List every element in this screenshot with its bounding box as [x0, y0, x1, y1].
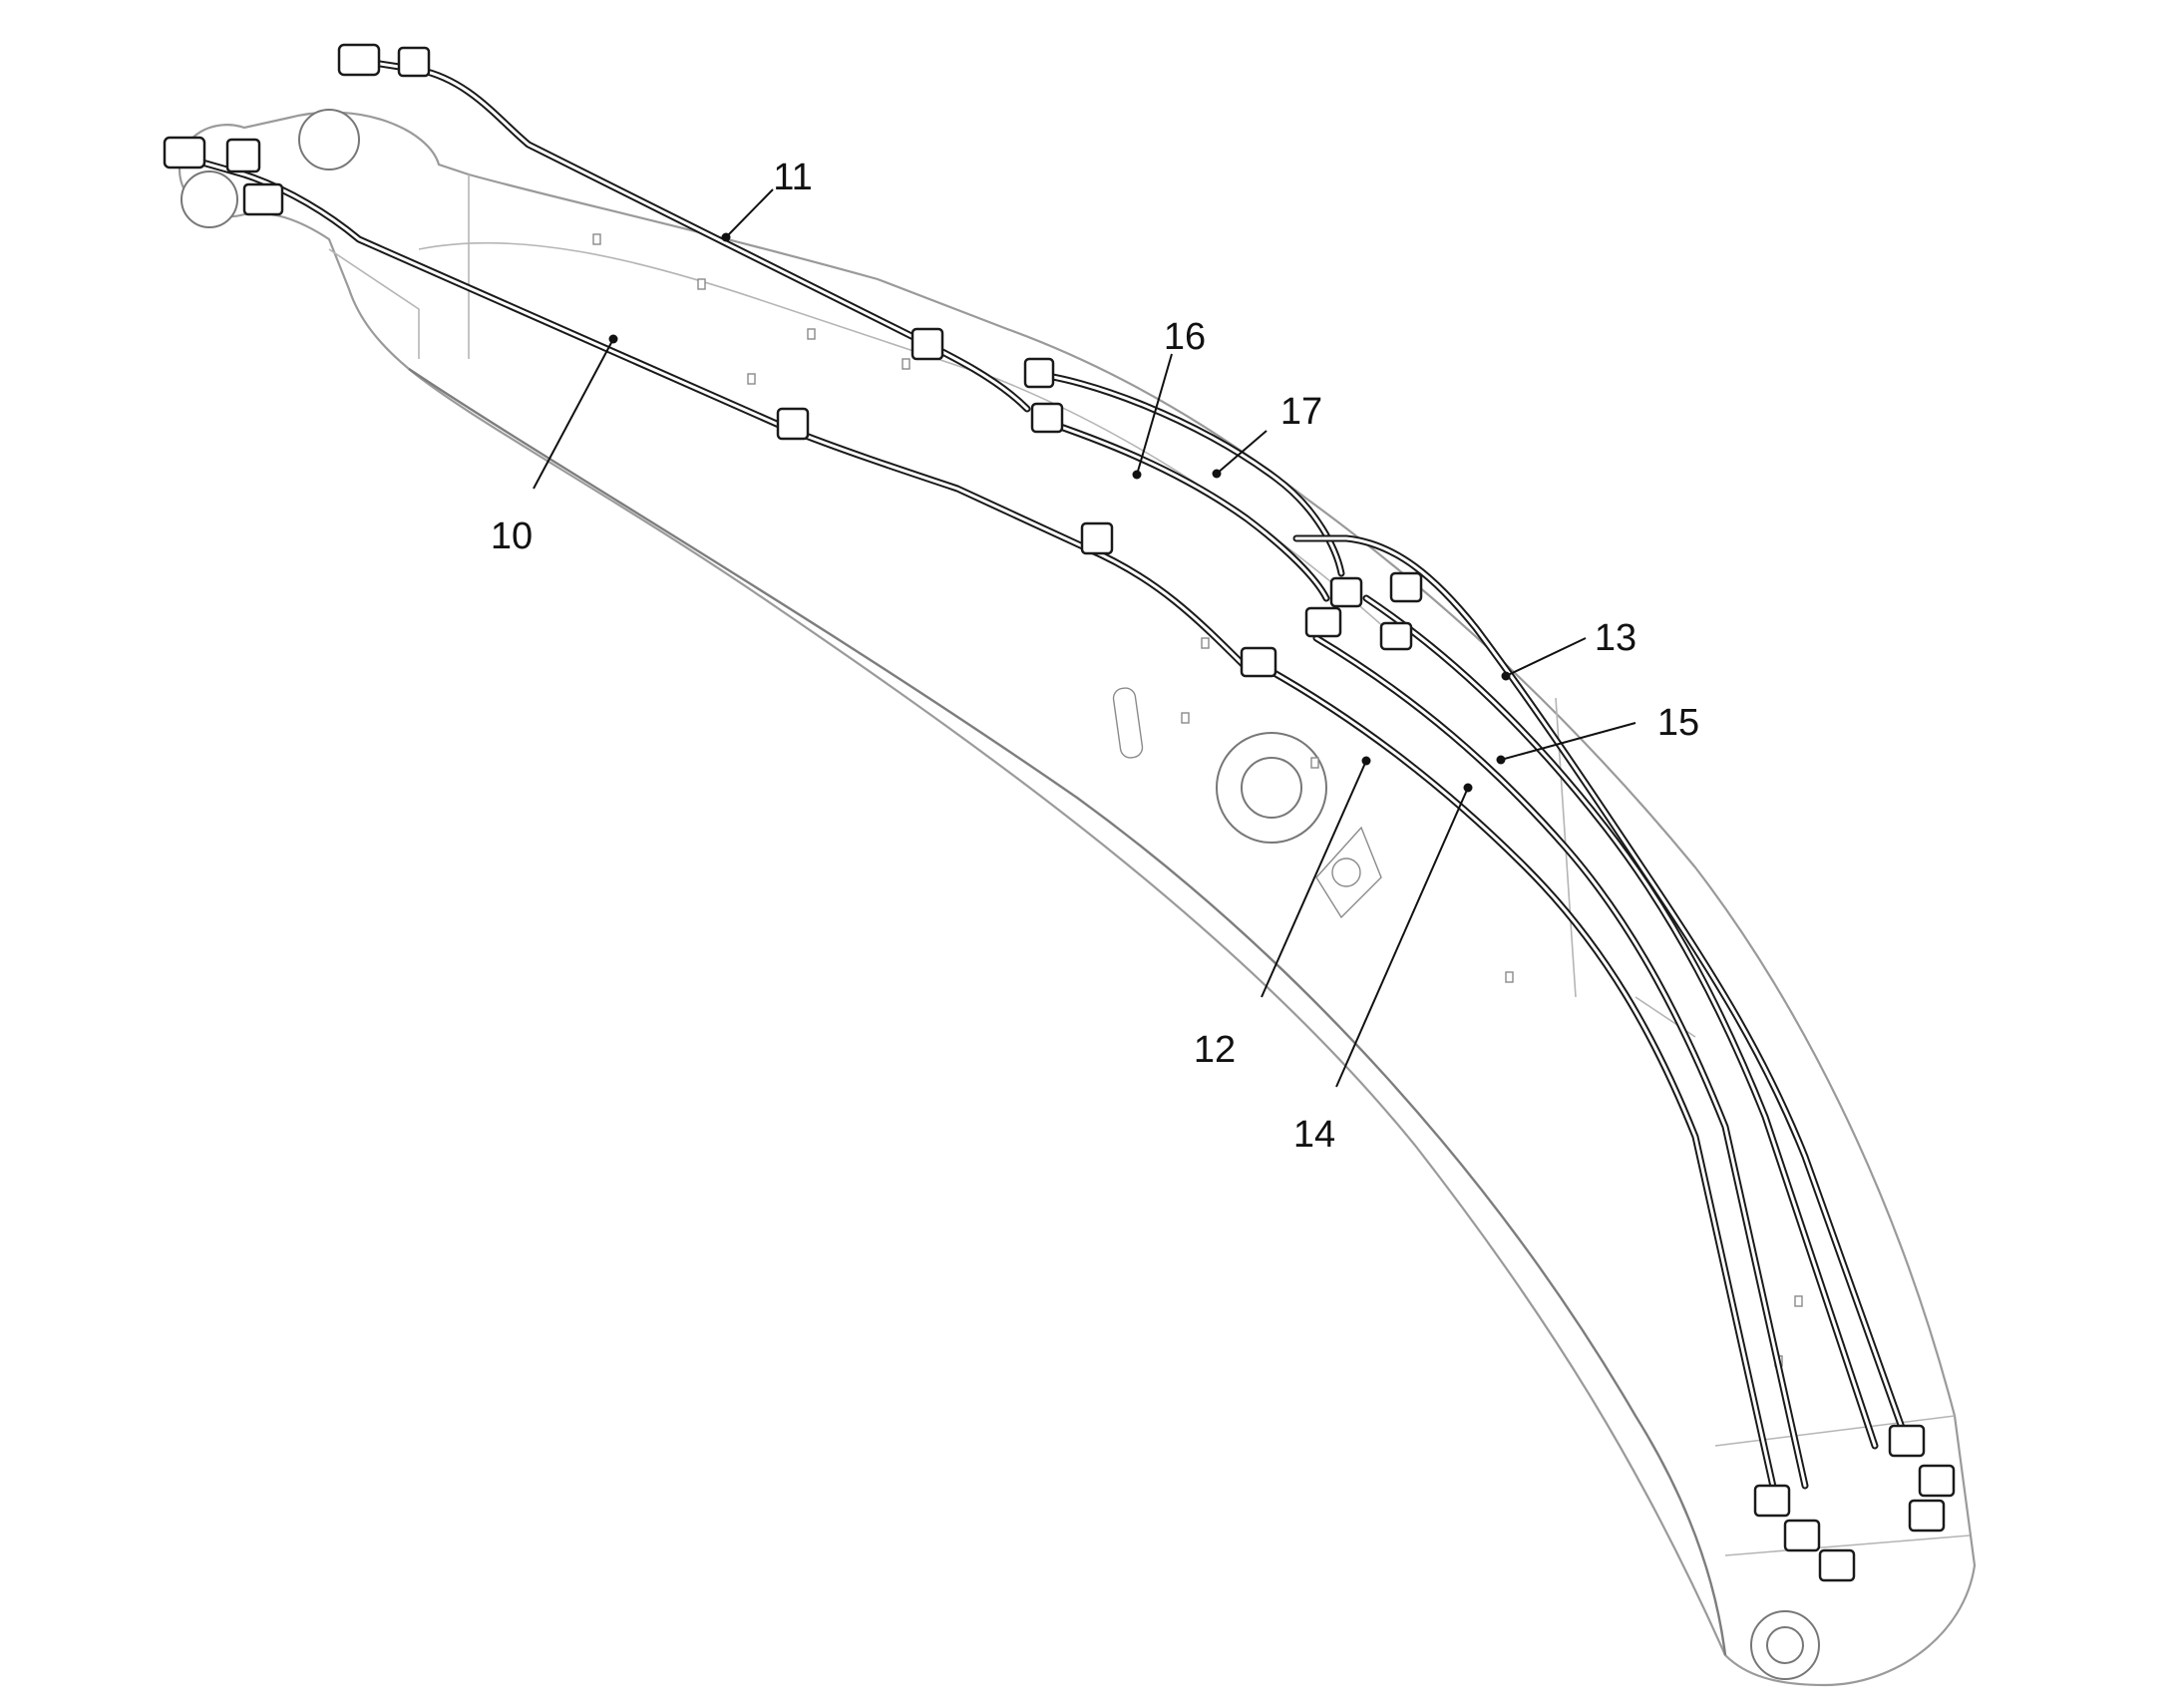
leader-15	[1500, 722, 1636, 761]
leader-dot-14	[1463, 783, 1473, 793]
clamp-hose-10-a	[776, 407, 810, 441]
leader-lines	[533, 188, 1636, 1088]
callout-labels: 11 10 16 17 13 15 12 14	[491, 157, 1699, 1156]
hose-12	[1253, 659, 1779, 1500]
callout-13: 13	[1595, 617, 1636, 659]
callout-14: 14	[1293, 1114, 1335, 1156]
boom-top-pin-rear	[298, 109, 360, 171]
callout-15: 15	[1657, 702, 1699, 744]
hose-15	[1362, 594, 1879, 1450]
boom-foot-pin-center	[1766, 1626, 1804, 1664]
clamp-top-rear	[397, 46, 431, 78]
leader-dot-16	[1132, 470, 1142, 480]
boom-silhouette	[178, 111, 1977, 1687]
clamp-top-front	[225, 138, 261, 173]
leader-17	[1216, 430, 1268, 475]
fitting-top-front	[163, 136, 206, 170]
fitting-top-rear	[337, 43, 381, 77]
fitting-foot-f	[1908, 1499, 1946, 1533]
callout-10: 10	[491, 515, 533, 557]
fitting-hose-16	[1030, 402, 1064, 434]
leader-dot-12	[1361, 756, 1371, 766]
cylinder-boss-inner	[1241, 757, 1302, 819]
boom-bolt-marks	[592, 233, 1803, 1367]
hose-14	[1312, 634, 1809, 1490]
boom-slot	[1112, 687, 1144, 759]
hose-10	[171, 151, 1251, 672]
clamp-hose-11	[910, 327, 944, 361]
hose-13	[1292, 534, 1909, 1440]
leader-12	[1261, 760, 1367, 998]
fitting-hose-17	[1023, 357, 1055, 389]
hose-16	[1033, 415, 1330, 602]
leader-dot-11	[721, 232, 731, 242]
fitting-foot-c	[1818, 1548, 1856, 1582]
leader-dot-15	[1496, 755, 1506, 765]
leader-11	[725, 188, 774, 238]
manifold-block	[242, 182, 284, 216]
fitting-foot-a	[1753, 1484, 1791, 1518]
callout-11: 11	[773, 157, 812, 198]
callout-16: 16	[1164, 316, 1206, 358]
boom-upper-contour	[418, 241, 1397, 639]
boom-top-pin-front	[181, 171, 238, 228]
hose-11	[350, 56, 1031, 413]
bracket-mid-b	[1304, 606, 1342, 638]
hose-fittings	[163, 43, 1956, 1582]
leader-14	[1335, 787, 1469, 1088]
bracket-mid-e	[1389, 571, 1423, 603]
leader-dot-10	[608, 334, 618, 344]
clamp-hose-10-b	[1080, 521, 1114, 555]
hose-lines	[171, 56, 1909, 1500]
leader-dot-13	[1501, 671, 1511, 681]
bracket-mid-d	[1379, 621, 1413, 651]
leader-16	[1136, 353, 1173, 476]
leader-dot-17	[1212, 469, 1222, 479]
fitting-foot-b	[1783, 1519, 1821, 1552]
boom-plate-edge	[328, 248, 420, 359]
boom-body	[178, 109, 1977, 1687]
fitting-foot-e	[1918, 1464, 1956, 1498]
fitting-foot-d	[1888, 1424, 1926, 1458]
boom-lower-edge	[408, 368, 1727, 1656]
bracket-mid-a	[1240, 646, 1277, 678]
boom-emblem-circle	[1331, 857, 1361, 887]
boom-foot-plate	[1714, 1415, 1971, 1556]
leader-10	[533, 338, 614, 490]
bracket-mid-c	[1329, 576, 1363, 608]
callout-12: 12	[1194, 1029, 1236, 1071]
callout-17: 17	[1280, 391, 1322, 433]
leader-13	[1505, 637, 1587, 677]
